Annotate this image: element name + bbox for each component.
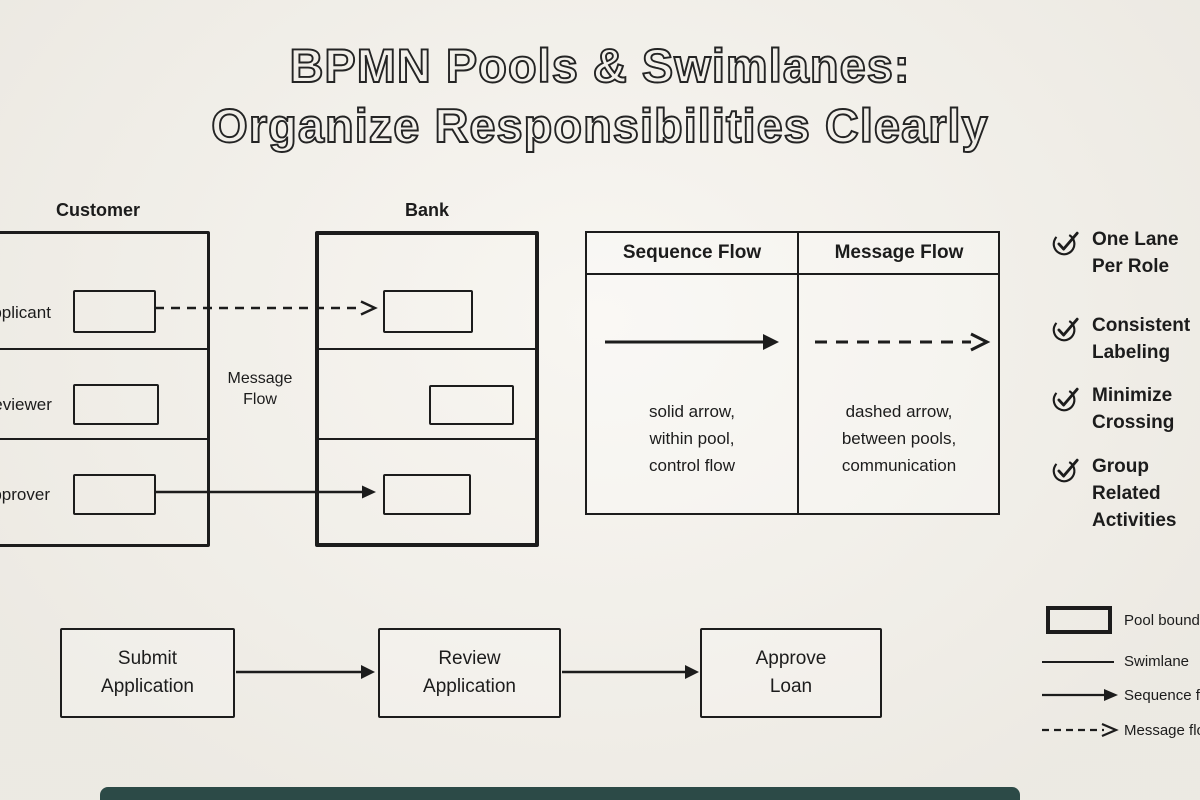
legend-sequence-flow-icon xyxy=(1042,689,1118,701)
check-circle-icon xyxy=(1052,458,1079,483)
checklist-item-group-related-activities: Group Related Activities xyxy=(1092,456,1177,531)
legend-swimlane-icon xyxy=(1042,661,1114,663)
process-arrow-icon xyxy=(236,665,375,679)
lane-label-approver: Approver xyxy=(0,485,50,504)
legend-message-flow-icon xyxy=(1042,722,1119,738)
customer-task-approver xyxy=(73,474,156,515)
bank-pool-label: Bank xyxy=(404,200,449,220)
bank-task-3 xyxy=(383,474,471,515)
table-solid-arrow-icon xyxy=(605,334,779,350)
process-step-submit-application: Submit Application xyxy=(60,628,235,718)
page-title-line1: BPMN Pools & Swimlanes: xyxy=(289,38,911,93)
check-circle-icon xyxy=(1052,317,1079,342)
legend-label-sequence-flow: Sequence flow xyxy=(1124,687,1200,704)
customer-pool-label: Customer xyxy=(55,200,140,220)
legend-pool-boundary-icon xyxy=(1046,606,1112,634)
bank-task-1 xyxy=(383,290,473,333)
customer-task-applicant xyxy=(73,290,156,333)
process-step-approve-loan: Approve Loan xyxy=(700,628,882,718)
page-title-line2: Organize Responsibilities Clearly xyxy=(210,98,989,153)
lane-label-applicant: Applicant xyxy=(0,303,51,322)
customer-pool: Applicant Reviewer Approver xyxy=(0,231,210,547)
flow-comparison-table: Sequence Flow Message Flow solid arrow, … xyxy=(585,231,1000,515)
legend-label-message-flow: Message flow xyxy=(1124,722,1200,739)
table-header-message-flow: Message Flow xyxy=(834,242,964,263)
table-dashed-arrow-icon xyxy=(815,332,991,352)
customer-task-reviewer xyxy=(73,384,159,425)
legend-label-swimlane: Swimlane xyxy=(1124,653,1190,670)
bank-pool xyxy=(315,231,539,547)
sequence-flow-arrow-icon xyxy=(155,485,376,499)
legend-label-pool-boundary: Pool boundary xyxy=(1124,612,1200,629)
bank-lane-divider-2 xyxy=(319,438,535,440)
process-arrow-icon xyxy=(562,665,699,679)
table-header-sequence-flow: Sequence Flow xyxy=(622,242,762,263)
check-circle-icon xyxy=(1052,231,1079,256)
table-header-divider xyxy=(587,273,998,275)
process-step-review-application: Review Application xyxy=(378,628,561,718)
lane-label-reviewer: Reviewer xyxy=(0,395,52,414)
footer-bar xyxy=(100,787,1020,800)
message-flow-label: Message Flow xyxy=(227,370,293,408)
sequence-flow-description: solid arrow, within pool, control flow xyxy=(649,402,735,475)
check-circle-icon xyxy=(1052,387,1079,412)
bank-lane-divider-1 xyxy=(319,348,535,350)
table-column-divider xyxy=(797,233,799,513)
checklist-item-minimize-crossing: Minimize Crossing xyxy=(1092,385,1175,433)
message-flow-arrow-icon xyxy=(155,300,378,316)
customer-lane-divider-1 xyxy=(0,348,207,350)
page-title: BPMN Pools & Swimlanes: Organize Respons… xyxy=(0,36,1200,156)
message-flow-description: dashed arrow, between pools, communicati… xyxy=(841,402,957,475)
checklist-item-one-lane-per-role: One Lane Per Role xyxy=(1092,229,1179,277)
bank-task-2 xyxy=(429,385,514,425)
checklist-item-consistent-labeling: Consistent Labeling xyxy=(1092,315,1191,363)
customer-lane-divider-2 xyxy=(0,438,207,440)
